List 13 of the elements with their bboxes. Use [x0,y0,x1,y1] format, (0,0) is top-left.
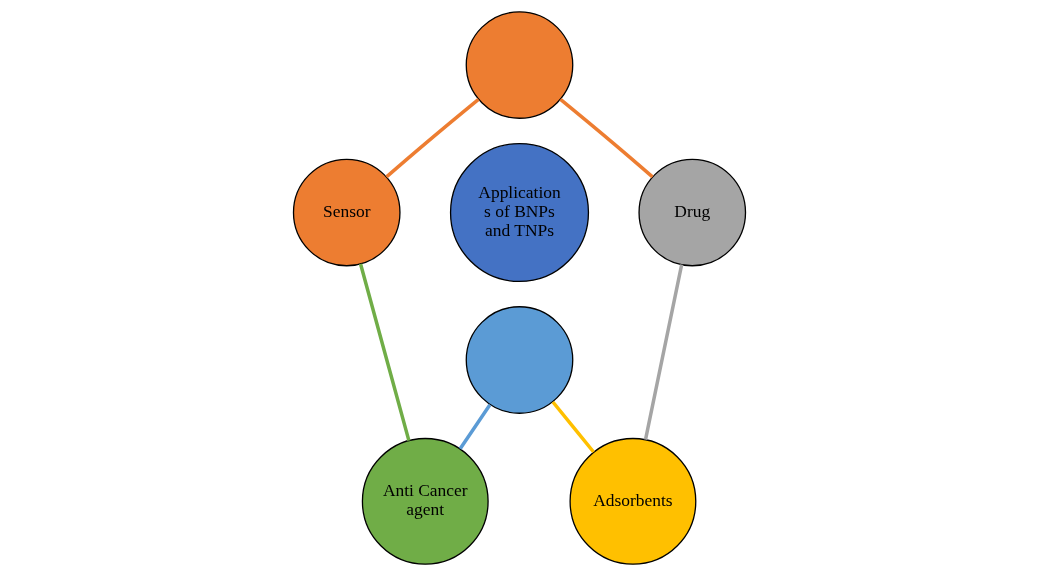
connector [458,403,491,450]
connector [551,400,595,454]
node-circle: Anti Cancer agent [361,437,489,565]
connector [384,98,480,179]
connector [558,98,654,179]
node-circle [465,11,573,119]
connector [643,264,683,440]
node-circle: Application s of BNPs and TNPs [449,142,589,283]
node-circle: Sensor [292,158,401,267]
node-circle: Drug [637,158,746,267]
node-circle [465,306,573,414]
connector [358,263,411,442]
node-circle: Adsorbents [568,437,696,565]
